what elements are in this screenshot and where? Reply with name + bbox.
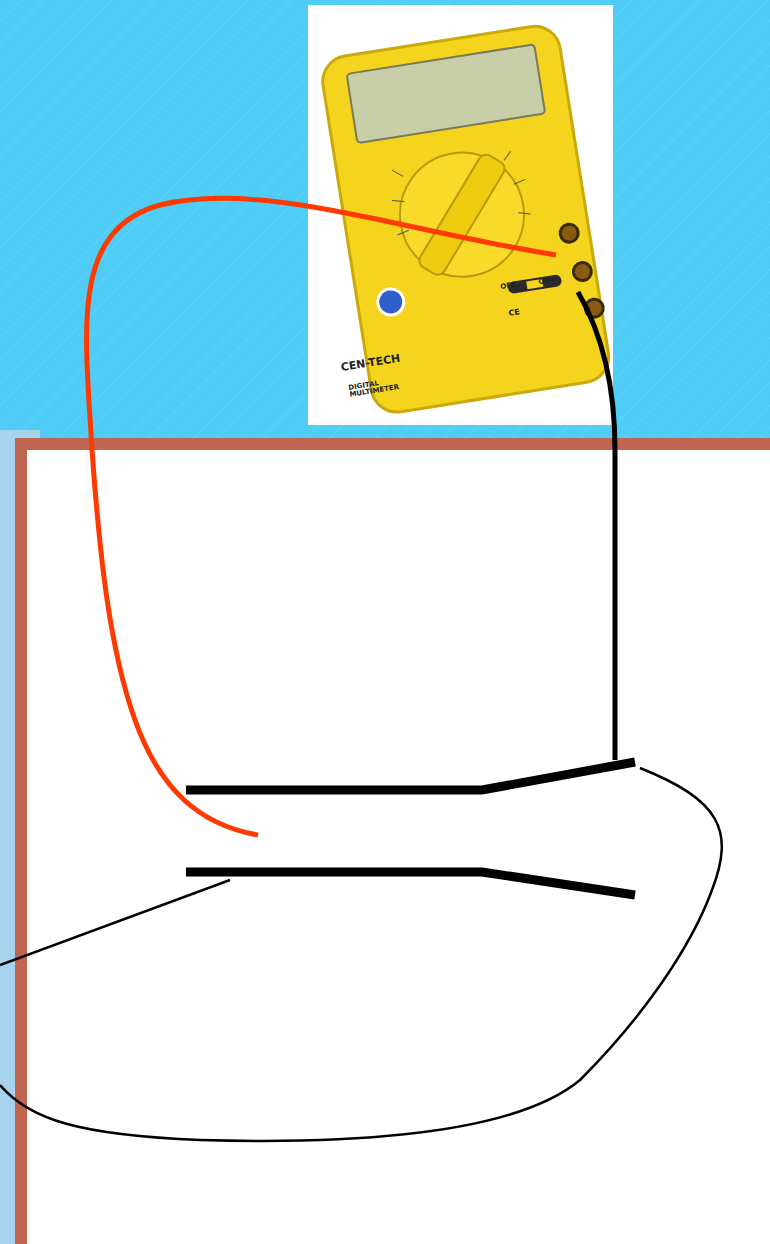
red-test-lead — [87, 198, 556, 835]
thin-wire-return — [0, 768, 722, 1141]
switch-label: OFF — [500, 282, 516, 291]
input-jack — [559, 223, 580, 244]
multimeter-illustration — [319, 22, 614, 415]
selector-dial — [391, 144, 533, 286]
black-test-lead — [578, 292, 615, 760]
lower-plate — [186, 872, 635, 895]
dial-knob — [416, 152, 507, 278]
model-label: DIGITAL MULTIMETER — [348, 376, 409, 399]
brand-label: CEN-TECH — [340, 353, 401, 373]
meter-display — [347, 44, 546, 143]
scale-marks — [387, 150, 531, 235]
thin-wire-out — [0, 880, 230, 965]
switch-label: ON — [538, 277, 551, 286]
mark-label: CE — [508, 308, 520, 318]
upper-plate — [186, 762, 635, 790]
panel-frame — [21, 444, 770, 1244]
meter-body — [319, 23, 612, 416]
com-jack — [572, 261, 593, 282]
zero-adjust — [376, 287, 406, 317]
